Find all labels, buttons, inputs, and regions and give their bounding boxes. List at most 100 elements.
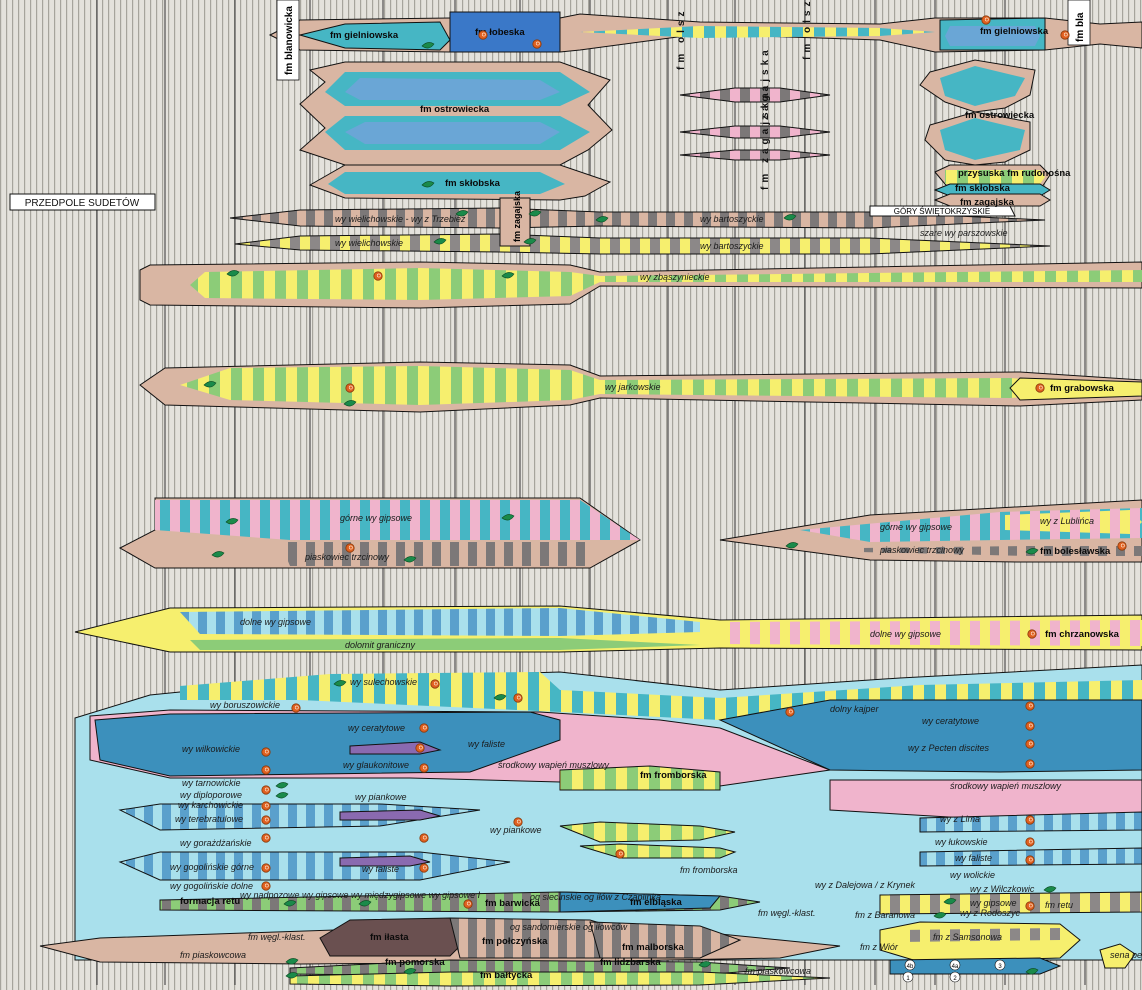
ammonite-icon-coil bbox=[1028, 761, 1033, 766]
ammonite-icon bbox=[1025, 815, 1035, 825]
label-dolne-gipsowe: dolne wy gipsowe bbox=[240, 617, 311, 627]
label-piankowe1: wy piankowe bbox=[355, 792, 407, 802]
label-bartoszyckie2: wy bartoszyckie bbox=[700, 241, 764, 251]
ammonite-icon bbox=[261, 833, 271, 843]
label-chrzanowska: fm chrzanowska bbox=[1045, 629, 1120, 640]
number-label: 1 bbox=[906, 976, 910, 982]
zagajska-box bbox=[499, 197, 531, 247]
przedpole-box bbox=[9, 193, 156, 211]
leaf-icon bbox=[203, 381, 217, 388]
leaf-icon bbox=[358, 900, 372, 907]
label-z-baranowa: fm z Baranowa bbox=[855, 910, 915, 920]
number-label: 4a bbox=[952, 964, 959, 970]
label-piaskowcowa: fm piaskowcowa bbox=[180, 950, 246, 960]
vertical-labels: fm blanowicka fm olsz fm olsz zagajska f… bbox=[276, 0, 1091, 242]
number-badge bbox=[904, 959, 916, 971]
leaf-icon bbox=[285, 972, 299, 979]
ammonite-icon bbox=[419, 833, 429, 843]
ammonite-icon bbox=[532, 39, 542, 49]
ammonite-icon-coil bbox=[466, 901, 471, 906]
ammonite-icon-coil bbox=[348, 385, 353, 390]
ammonite-icon-coil bbox=[294, 705, 299, 710]
ammonite-icon bbox=[261, 863, 271, 873]
ammonite-icon-coil bbox=[984, 17, 989, 22]
ammonite-icon bbox=[615, 849, 625, 859]
ammonite-icon bbox=[345, 543, 355, 553]
label-faliste2: wy faliste bbox=[362, 864, 399, 874]
zagajska-label-bottom: fm zagajska bbox=[760, 89, 771, 190]
ammonite-icon bbox=[430, 679, 440, 689]
leaf-icon bbox=[523, 238, 537, 245]
ammonite-icon bbox=[1025, 739, 1035, 749]
label-z-rodoszyc: wy z Rodoszyc bbox=[960, 908, 1021, 918]
label-gipsowe-r: wy gipsowe bbox=[970, 898, 1017, 908]
label-grabowska: fm grabowska bbox=[1050, 383, 1115, 394]
ammonite-icon bbox=[419, 863, 429, 873]
ammonite-icon bbox=[373, 271, 383, 281]
label-gogolinskie-gorne: wy gogolińskie górne bbox=[170, 862, 254, 872]
label-z-lima: wy z Lima bbox=[940, 814, 980, 824]
label-piaskowiec-trzcinowy-r: piaskowiec trzcinowy bbox=[879, 545, 965, 555]
label-og-polczynska: og sandomierskie og iłowców bbox=[510, 922, 628, 932]
ammonite-icon-coil bbox=[618, 851, 623, 856]
leaf-icon bbox=[421, 181, 435, 188]
label-ostrowiecka-r: fm ostrowiecka bbox=[965, 110, 1035, 121]
ammonite-icon bbox=[419, 763, 429, 773]
label-gorne-gipsowe-r: górne wy gipsowe bbox=[880, 522, 952, 532]
leaf-icon bbox=[433, 238, 447, 245]
label-zbaszynieckie: wy zbąszynieckie bbox=[640, 272, 710, 282]
ammonite-icon-coil bbox=[264, 803, 269, 808]
label-terebratulowe: wy terebratulowe bbox=[175, 814, 243, 824]
label-ostrowiecka: fm ostrowiecka bbox=[420, 104, 490, 115]
label-tarnowickie: wy tarnowickie bbox=[182, 778, 241, 788]
ammonite-icon-coil bbox=[422, 725, 427, 730]
ammonite-icon-coil bbox=[422, 765, 427, 770]
label-sulechowskie: wy sulechowskie bbox=[350, 677, 417, 687]
ammonite-icon bbox=[1060, 30, 1070, 40]
top-formations bbox=[268, 11, 1142, 207]
leaf-icon bbox=[225, 518, 239, 525]
leaf-icon bbox=[501, 272, 515, 279]
leaf-icon bbox=[283, 900, 297, 907]
ammonite-icon-coil bbox=[264, 787, 269, 792]
number-label: 2 bbox=[953, 976, 957, 982]
przedpole-label: PRZEDPOLE SUDETÓW bbox=[25, 196, 140, 209]
number-label: 4b bbox=[907, 964, 914, 970]
ammonite-icon bbox=[1027, 629, 1037, 639]
label-glaukonitowe: wy glaukonitowe bbox=[343, 760, 409, 770]
ammonite-icon-coil bbox=[1028, 817, 1033, 822]
blanowicka-label: fm blanowicka bbox=[284, 6, 295, 75]
label-gorne-gipsowe: górne wy gipsowe bbox=[340, 513, 412, 523]
label-siecinskie: og siecinskie og iłów z Czaplinka bbox=[530, 892, 661, 902]
label-gorazdzanskie: wy gorażdżańskie bbox=[180, 838, 252, 848]
label-wegl-klast2: fm węgl.-klast. bbox=[248, 932, 306, 942]
ammonite-icon bbox=[785, 707, 795, 717]
label-sena: sena petra bbox=[1110, 950, 1142, 960]
number-label: 3 bbox=[998, 964, 1002, 970]
leaf-icon bbox=[783, 214, 797, 221]
ammonite-icon bbox=[261, 881, 271, 891]
ammonite-icon-coil bbox=[516, 819, 521, 824]
olsz-label-2: fm olsz bbox=[802, 0, 813, 60]
ammonite-icon-coil bbox=[1028, 741, 1033, 746]
leaf-icon bbox=[1043, 886, 1057, 893]
label-z-wior: fm z Wiór bbox=[860, 942, 899, 952]
number-badge bbox=[949, 971, 961, 983]
label-sklobska: fm skłobska bbox=[445, 178, 501, 189]
olsz-label-1: fm olsz bbox=[676, 8, 687, 70]
label-wielichowskie-trzebiez: wy wielichowskie - wy z Trzebież bbox=[335, 214, 466, 224]
ammonite-icon bbox=[261, 747, 271, 757]
label-sklobska-r: fm skłobska bbox=[955, 183, 1011, 194]
label-bartoszyckie1: wy bartoszyckie bbox=[700, 214, 764, 224]
ammonite-icon-coil bbox=[264, 835, 269, 840]
label-wielichowskie: wy wielichowskie bbox=[335, 238, 403, 248]
label-gielniowska: fm gielniowska bbox=[330, 30, 399, 41]
label-piaskowiec-trzcinowy: piaskowiec trzcinowy bbox=[304, 552, 390, 562]
ammonite-icon bbox=[415, 743, 425, 753]
label-malborska: fm malborska bbox=[622, 942, 684, 953]
ammonite-icon-coil bbox=[422, 835, 427, 840]
leaf-icon bbox=[493, 694, 507, 701]
ammonite-icon bbox=[1025, 759, 1035, 769]
ammonite-icon-coil bbox=[1120, 543, 1125, 548]
leaf-icon bbox=[501, 514, 515, 521]
